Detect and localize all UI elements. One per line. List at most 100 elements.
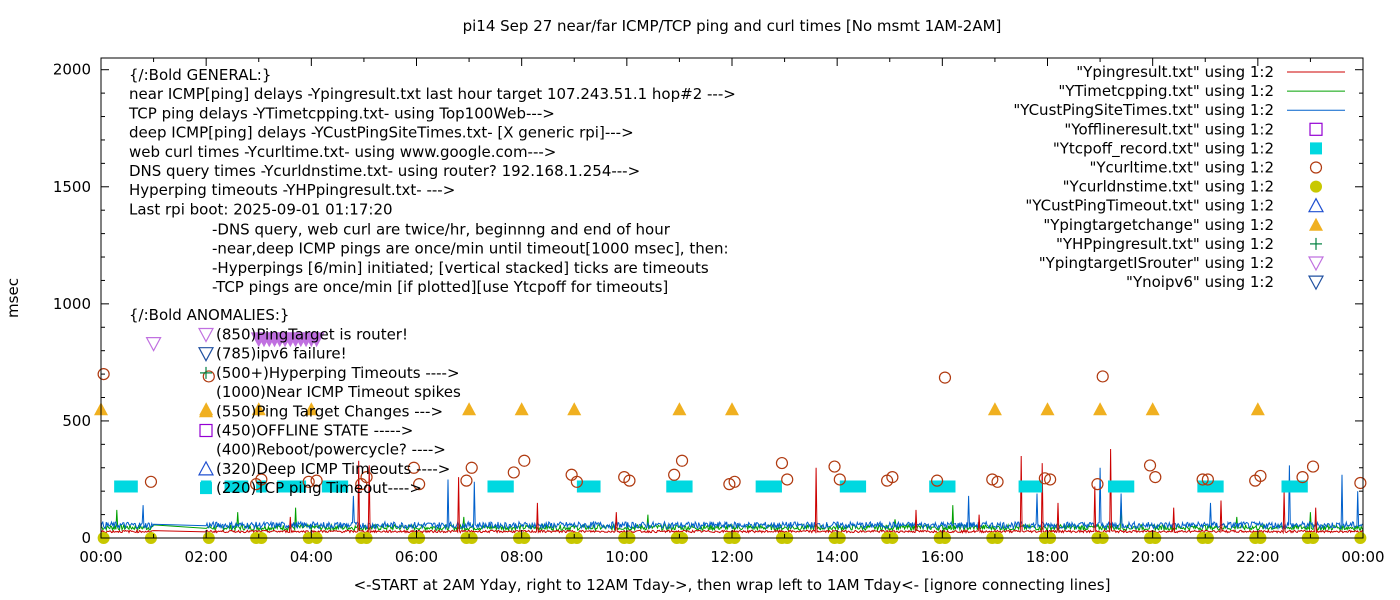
curl-time-point [728, 475, 741, 488]
tcp-timeout-mark [839, 480, 867, 493]
legend-label: "YCustPingTimeout.txt" using 1:2 [1025, 197, 1274, 215]
ping-target-change-point [1093, 402, 1108, 416]
general-note: near ICMP[ping] delays -Ypingresult.txt … [129, 85, 736, 103]
legend-label: "Ycurltime.txt" using 1:2 [1089, 159, 1274, 177]
curl-time-point [1044, 473, 1057, 486]
anomaly-note: (500+)Hyperping Timeouts ----> [216, 364, 460, 382]
detail-note: -Hyperpings [6/min] initiated; [vertical… [212, 259, 709, 277]
tcp-timeout-mark [755, 480, 782, 493]
general-note: web curl times -Ycurltime.txt- using www… [129, 143, 556, 161]
x-tick-label: 12:00 [710, 548, 753, 566]
x-tick-label: 04:00 [290, 548, 333, 566]
x-tick-label: 20:00 [1131, 548, 1174, 566]
curl-time-point [1091, 478, 1104, 491]
chart-title: pi14 Sep 27 near/far ICMP/TCP ping and c… [463, 17, 1002, 35]
legend-label: "Ynoipv6" using 1:2 [1126, 273, 1274, 291]
tcp-timeout-mark [321, 480, 349, 493]
tcp-timeout-mark [1197, 480, 1224, 493]
legend-marker [1309, 122, 1323, 136]
tcp-timeout-mark [576, 480, 601, 493]
curl-time-point [675, 454, 689, 467]
anomaly-marker [197, 327, 215, 343]
general-note: TCP ping delays -YTimetcpping.txt- using… [128, 104, 555, 122]
anomaly-marker [197, 347, 215, 362]
general-note: {/:Bold GENERAL:} [129, 66, 271, 84]
curl-time-point [1254, 469, 1267, 483]
curl-time-point [1096, 370, 1109, 383]
curl-time-point [623, 474, 636, 487]
ping-target-change-point [1250, 402, 1265, 416]
legend-marker [1310, 142, 1322, 155]
legend-label: "YpingtargetISrouter" using 1:2 [1039, 254, 1274, 272]
y-axis-label: msec [4, 278, 22, 318]
series-tcp-ping [100, 502, 1364, 533]
tcp-timeout-mark [277, 480, 307, 493]
curl-time-point [1306, 460, 1320, 473]
detail-note: -DNS query, web curl are twice/hr, begin… [212, 221, 671, 239]
curl-time-point [668, 468, 681, 481]
tcp-timeout-mark [1281, 480, 1308, 493]
legend-label: "Ycurldnstime.txt" using 1:2 [1063, 178, 1274, 196]
anomaly-note: (850)PingTarget is router! [216, 326, 408, 344]
legend-label: "Ypingresult.txt" using 1:2 [1076, 63, 1274, 81]
x-tick-label: 10:00 [605, 548, 648, 566]
ping-target-change-point [1145, 402, 1160, 416]
curl-time-point [1296, 471, 1309, 484]
legend-label: "Ytcpoff_record.txt" using 1:2 [1053, 139, 1274, 158]
curl-time-point [991, 475, 1004, 488]
legend-marker [1310, 237, 1322, 250]
legend-marker [1309, 217, 1323, 231]
curl-time-point [1143, 459, 1157, 472]
anomaly-note: (220)TCP ping Timeout----> [216, 479, 422, 497]
ping-target-router-point [145, 337, 162, 352]
anomaly-marker [199, 404, 213, 418]
x-tick-label: 08:00 [500, 548, 543, 566]
ping-target-change-point [567, 402, 582, 416]
anomaly-note: (785)ipv6 failure! [216, 345, 347, 363]
curl-time-point [775, 456, 789, 470]
legend-label: "Yofflineresult.txt" using 1:2 [1064, 120, 1274, 138]
anomaly-note: (450)OFFLINE STATE -----> [216, 422, 413, 440]
curl-time-point [518, 454, 531, 467]
curl-time-point [407, 461, 420, 474]
anomaly-note: (550)Ping Target Changes ---> [216, 402, 443, 420]
tcp-timeout-mark [114, 480, 138, 493]
tcp-timeout-mark [1107, 480, 1135, 493]
curl-time-point [886, 471, 899, 484]
anomaly-marker [200, 366, 212, 379]
legend-marker [1307, 197, 1325, 213]
curl-time-point [570, 475, 583, 488]
anomaly-marker [199, 423, 213, 438]
tcp-timeout-mark [224, 480, 249, 493]
curl-time-point [460, 474, 473, 487]
ping-target-change-point [725, 402, 739, 416]
curl-time-point [507, 466, 520, 479]
curl-time-point [1149, 471, 1162, 484]
series-layer [100, 448, 1364, 535]
curl-time-point [1354, 476, 1367, 490]
anomaly-marker [200, 482, 212, 495]
anomalies-title: {/:Bold ANOMALIES:} [129, 306, 289, 324]
y-tick-label: 1000 [53, 295, 91, 313]
x-tick-label: 06:00 [395, 548, 438, 566]
curl-time-point [1038, 472, 1051, 485]
legend-marker [1307, 256, 1325, 272]
legend-label: "YHPpingresult.txt" using 1:2 [1056, 235, 1274, 253]
legend-marker [1309, 161, 1323, 174]
general-note: Last rpi boot: 2025-09-01 01:17:20 [129, 200, 393, 218]
y-tick-label: 1500 [53, 178, 91, 196]
anomaly-note: (320)Deep ICMP Timeouts ----> [216, 460, 450, 478]
tcp-timeout-mark [666, 480, 693, 493]
ping-target-change-point [1040, 402, 1055, 416]
curl-time-point [1196, 473, 1209, 486]
x-tick-label: 16:00 [921, 548, 964, 566]
curl-time-point [144, 475, 158, 488]
x-tick-label: 02:00 [185, 548, 228, 566]
x-tick-label: 22:00 [1236, 548, 1279, 566]
ping-target-change-point [304, 402, 319, 416]
curl-time-point [413, 478, 426, 491]
curl-time-point [97, 367, 110, 381]
x-tick-label: 00:00 [79, 548, 122, 566]
